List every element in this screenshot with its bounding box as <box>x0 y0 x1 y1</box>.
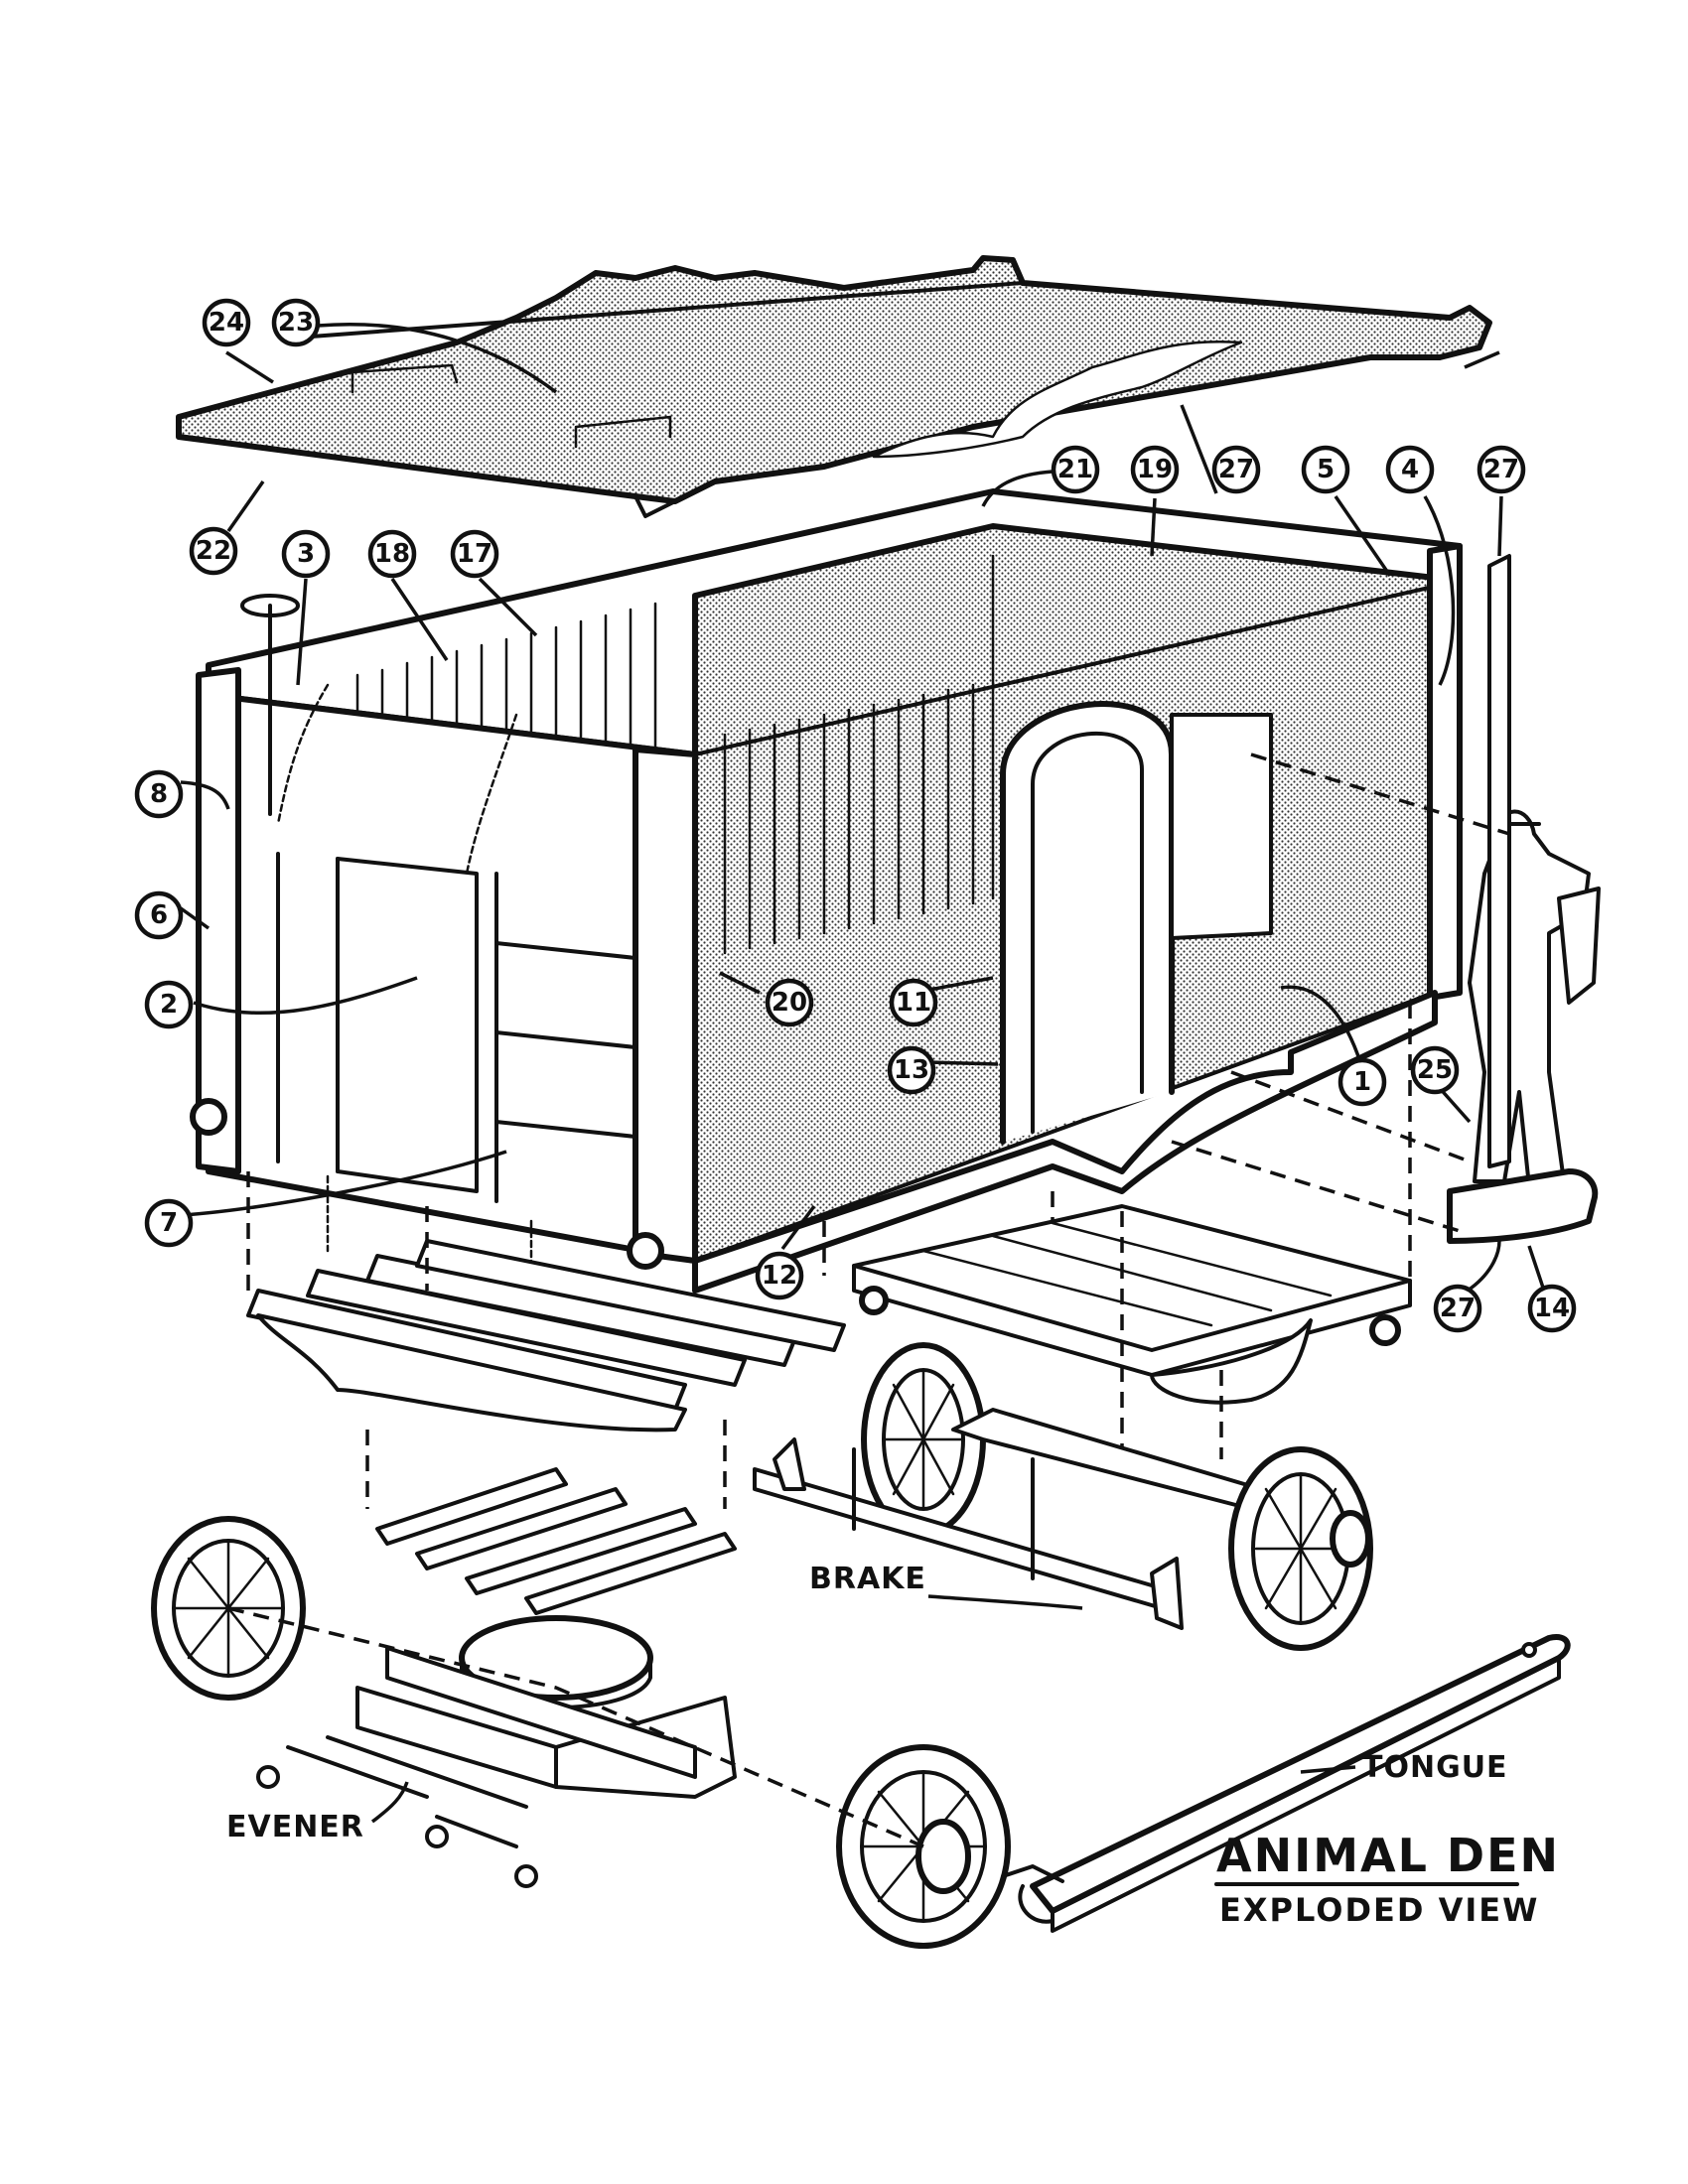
callout-1: 1 <box>1337 1057 1387 1107</box>
title-sub: EXPLODED VIEW <box>1219 1891 1539 1929</box>
svg-text:5: 5 <box>1317 455 1335 484</box>
svg-text:8: 8 <box>150 779 168 809</box>
floor-slats <box>246 1239 846 1433</box>
svg-text:19: 19 <box>1137 455 1173 484</box>
callout-24: 24 <box>202 298 251 347</box>
bars <box>355 554 995 955</box>
assembly-lines <box>227 752 1510 1848</box>
svg-text:7: 7 <box>160 1208 178 1238</box>
rear-chassis <box>852 1204 1412 1405</box>
callout-25: 25 <box>1410 1045 1460 1095</box>
callout-23: 23 <box>271 298 321 347</box>
svg-text:20: 20 <box>772 988 807 1018</box>
title-main: ANIMAL DEN <box>1216 1829 1560 1882</box>
callout-12: 12 <box>755 1251 804 1300</box>
svg-text:21: 21 <box>1057 455 1093 484</box>
svg-text:13: 13 <box>894 1055 929 1085</box>
callout-7: 7 <box>144 1198 194 1248</box>
brake <box>753 1437 1184 1630</box>
svg-text:27: 27 <box>1218 455 1254 484</box>
knight-statue <box>1447 554 1601 1244</box>
svg-text:22: 22 <box>196 536 231 566</box>
callout-27-roof: 27 <box>1211 445 1261 494</box>
label-brake: BRAKE <box>809 1562 926 1596</box>
leader-evener <box>370 1781 409 1824</box>
callout-18: 18 <box>367 529 417 579</box>
tongue <box>1001 1634 1571 1933</box>
svg-text:1: 1 <box>1353 1067 1371 1097</box>
callout-21: 21 <box>1051 445 1100 494</box>
callout-8: 8 <box>134 769 184 819</box>
leader-tongue <box>1300 1765 1356 1774</box>
callout-14: 14 <box>1527 1284 1577 1333</box>
callout-11: 11 <box>889 978 938 1027</box>
svg-text:17: 17 <box>457 539 492 569</box>
title-block: ANIMAL DEN EXPLODED VIEW <box>1214 1829 1560 1929</box>
callout-17: 17 <box>450 529 499 579</box>
svg-text:4: 4 <box>1401 455 1419 484</box>
leader-brake <box>927 1594 1083 1610</box>
callout-13: 13 <box>887 1045 936 1095</box>
callout-19: 19 <box>1130 445 1180 494</box>
svg-text:12: 12 <box>762 1261 797 1291</box>
rear-axle-wheels <box>861 1342 1373 1651</box>
roof <box>176 255 1492 518</box>
svg-text:14: 14 <box>1534 1294 1570 1323</box>
label-tongue: TONGUE <box>1362 1750 1508 1785</box>
den-body <box>190 488 1463 1312</box>
label-evener: EVENER <box>226 1810 364 1844</box>
callout-4: 4 <box>1385 445 1435 494</box>
svg-text:6: 6 <box>150 900 168 930</box>
front-wheels <box>151 1516 1011 1949</box>
callout-6: 6 <box>134 890 184 940</box>
svg-text:2: 2 <box>160 990 178 1020</box>
svg-text:24: 24 <box>209 308 244 338</box>
svg-text:23: 23 <box>278 308 314 338</box>
svg-text:18: 18 <box>374 539 410 569</box>
svg-text:11: 11 <box>896 988 931 1018</box>
callout-3: 3 <box>281 529 331 579</box>
svg-text:25: 25 <box>1417 1055 1453 1085</box>
part-labels: BRAKE TONGUE EVENER <box>226 1562 1508 1844</box>
callout-2: 2 <box>144 980 194 1029</box>
callout-20: 20 <box>765 978 814 1027</box>
svg-text:27: 27 <box>1440 1294 1476 1323</box>
callout-27-base: 27 <box>1433 1284 1482 1333</box>
callout-22: 22 <box>189 526 238 576</box>
callout-27-post: 27 <box>1477 445 1526 494</box>
svg-text:3: 3 <box>297 539 315 569</box>
svg-text:27: 27 <box>1483 455 1519 484</box>
callout-5: 5 <box>1301 445 1350 494</box>
